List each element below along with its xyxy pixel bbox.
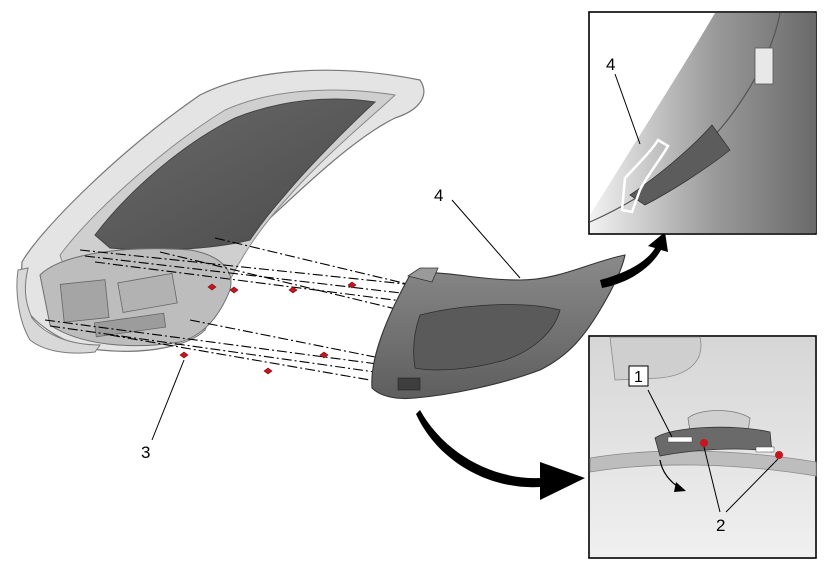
fastener-clips: [179, 281, 357, 375]
callout-leader-4-main: [451, 199, 521, 279]
fastener-clip-6: [263, 367, 273, 375]
trim-panel-top-tab: [407, 267, 439, 283]
fastener-clip-1: [347, 281, 357, 289]
liftgate-bracket-b: [117, 272, 178, 313]
detail-top-inner-pocket: [629, 124, 731, 206]
liftgate-glass: [94, 98, 377, 251]
callout-box-1: [628, 365, 649, 387]
detail-bottom-latch-housing: [687, 410, 751, 433]
detail-view-bottom: 1 2: [588, 335, 817, 559]
fastener-clip-7: [179, 351, 189, 359]
guide-line-8: [109, 334, 371, 381]
trim-panel-inner-recess: [413, 304, 561, 371]
fastener-guide-lines: [44, 237, 421, 381]
liftgate-trim-panel: [371, 254, 626, 400]
callout-label-1: 1: [634, 369, 643, 386]
detail-top-edge-curve: [589, 12, 781, 223]
arrow-to-bottom-detail: [416, 410, 585, 500]
fastener-clip-5: [319, 351, 329, 359]
detail-view-top: 4: [588, 11, 817, 235]
guide-line-1: [79, 249, 416, 286]
guide-line-9: [189, 319, 381, 359]
callout-leader-4-detail: [614, 73, 641, 145]
guide-line-6: [44, 319, 386, 366]
detail-top-bracket: [754, 47, 774, 85]
callout-leader-3: [151, 359, 185, 441]
detail-bottom-fastener-right: [775, 451, 783, 459]
callout-leader-2a: [703, 446, 721, 513]
trim-panel-handle-slot: [397, 377, 421, 391]
guide-line-7: [49, 325, 376, 373]
detail-bottom-slot-left: [667, 436, 693, 443]
detail-bottom-trim-lip: [589, 450, 817, 477]
callout-label-3: 3: [141, 443, 150, 462]
detail-top-clip-outline: [620, 138, 670, 214]
fastener-clip-2: [288, 286, 298, 294]
callout-label-4-detail: 4: [606, 55, 615, 74]
callout-leader-2b: [725, 458, 779, 513]
fastener-clip-4: [207, 283, 217, 291]
detail-bottom-slot-right: [755, 446, 775, 453]
callout-leader-1: [647, 389, 673, 438]
fastener-clip-3: [229, 286, 239, 294]
liftgate-assembly: [16, 69, 425, 354]
liftgate-side-edge: [16, 267, 101, 354]
guide-line-2: [84, 255, 419, 296]
guide-line-4: [159, 251, 401, 311]
guide-line-5: [214, 237, 421, 288]
guide-line-3: [94, 261, 411, 303]
arrow-to-top-detail: [600, 232, 668, 288]
detail-bottom-fastener-left: [700, 439, 708, 447]
liftgate-bracket-a: [59, 279, 110, 323]
callout-label-4-main: 4: [434, 186, 443, 205]
callout-label-2: 2: [716, 516, 725, 535]
detail-bottom-release-arrowhead: [674, 482, 686, 492]
